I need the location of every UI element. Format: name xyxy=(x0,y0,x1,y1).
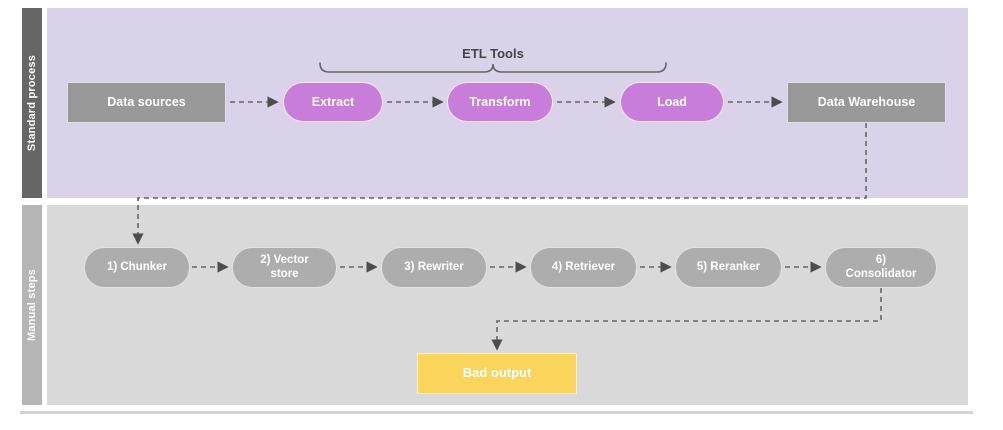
etl-tools-label: ETL Tools xyxy=(462,46,524,61)
node-bad-output: Bad output xyxy=(417,353,577,394)
lane-header-standard-process: Standard process xyxy=(22,8,42,198)
node-data-sources: Data sources xyxy=(67,82,226,123)
node-retriever: 4) Retriever xyxy=(530,247,637,288)
bottom-divider xyxy=(20,411,973,414)
node-vector-store: 2) Vector store xyxy=(232,247,337,288)
node-load: Load xyxy=(620,82,724,122)
node-rewriter: 3) Rewriter xyxy=(381,247,487,288)
node-extract: Extract xyxy=(283,82,383,122)
lane-header-manual-steps: Manual steps xyxy=(22,205,42,405)
node-consolidator: 6) Consolidator xyxy=(825,247,937,288)
node-reranker: 5) Reranker xyxy=(675,247,782,288)
node-transform: Transform xyxy=(447,82,553,122)
node-data-warehouse: Data Warehouse xyxy=(787,82,946,123)
node-chunker: 1) Chunker xyxy=(84,247,190,288)
lane-label-standard-process: Standard process xyxy=(26,54,38,152)
lane-label-manual-steps: Manual steps xyxy=(26,268,38,342)
